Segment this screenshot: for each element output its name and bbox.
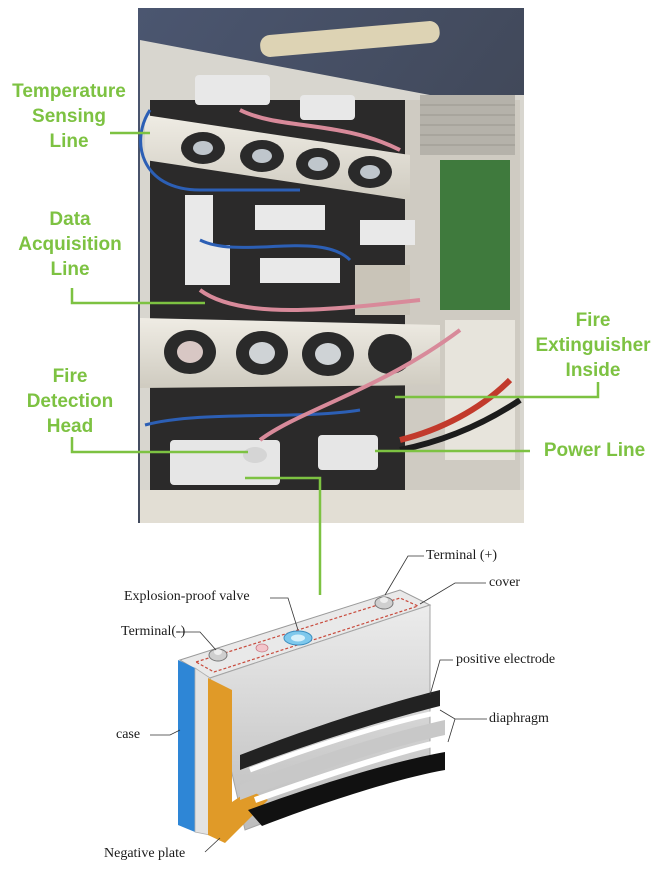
- diaphragm-sheet-1: [249, 709, 441, 773]
- temperature-line-3: Line: [49, 131, 89, 152]
- leader-negative-plate: [204, 837, 221, 853]
- negative-plate: [208, 678, 268, 843]
- pink-wire-1: [198, 288, 421, 312]
- electrode-roll-2: [240, 720, 445, 800]
- leader-valve: [270, 597, 299, 631]
- label-fire-detection-head: Fire Detection Head: [2, 364, 138, 439]
- callout-data-acquisition: [70, 288, 205, 305]
- fire-detect-line-3: Head: [46, 416, 94, 437]
- black-power-cable: [399, 397, 522, 453]
- callout-fire-detection: [70, 437, 248, 454]
- fire-detect-line-2: Detection: [26, 391, 114, 412]
- cell-case: [178, 660, 195, 832]
- diaphragm-sheet-2: [254, 737, 451, 803]
- label-power-line: Power Line: [543, 440, 646, 461]
- red-power-cable: [399, 377, 513, 443]
- data-acq-line-3: Line: [50, 259, 90, 280]
- label-positive-electrode: positive electrode: [456, 652, 556, 667]
- leader-case: [150, 729, 181, 736]
- blue-wire-3: [144, 408, 361, 427]
- prismatic-cell-diagram: [178, 589, 451, 843]
- data-acq-line-1: Data: [49, 209, 91, 230]
- leader-terminal-negative: [176, 631, 217, 651]
- lower-bracket: [140, 318, 440, 388]
- leader-positive-electrode: [429, 659, 453, 696]
- electrode-roll-1: [240, 690, 440, 770]
- label-data-acquisition-line: Data Acquisition Line: [2, 207, 138, 282]
- pink-wire-2: [239, 108, 401, 152]
- label-explosion-proof-valve: Explosion-proof valve: [124, 589, 250, 604]
- relay-box: [445, 320, 515, 460]
- temperature-line-2: Sensing: [32, 106, 106, 127]
- fire-detection-head: [243, 447, 267, 463]
- leader-cover: [419, 582, 486, 605]
- leader-terminal-positive: [384, 555, 424, 596]
- lower-valves: [177, 341, 341, 365]
- vent-lines: [420, 104, 515, 146]
- cell-front-face: [194, 667, 211, 836]
- cover-seal: [194, 597, 420, 673]
- cable-pipe: [260, 21, 440, 57]
- terminal-positive-bolt: [380, 597, 388, 603]
- label-terminal-negative: Terminal(-): [121, 624, 186, 639]
- busbar-top-2: [300, 95, 355, 120]
- fire-ext-line-2: Extinguisher: [535, 335, 651, 356]
- data-acq-line-2: Acquisition: [18, 234, 122, 255]
- label-temperature-sensing-line: Temperature Sensing Line: [2, 79, 136, 154]
- label-cover: cover: [489, 575, 521, 590]
- busbar-top-1: [195, 75, 270, 105]
- pink-wire-3: [258, 328, 462, 442]
- busbar-mid-4: [185, 245, 230, 285]
- callout-photo-to-cell: [245, 476, 322, 595]
- circuit-board: [440, 160, 510, 310]
- liquid-injection-port: [255, 643, 269, 653]
- busbar-mid-2: [255, 205, 325, 230]
- label-negative-plate: Negative plate: [104, 846, 186, 861]
- electrode-roll-3: [248, 752, 445, 826]
- label-terminal-positive: Terminal (+): [426, 548, 498, 563]
- leader-diaphragm-2: [447, 718, 456, 743]
- terminal-negative-bolt: [214, 649, 222, 655]
- label-fire-extinguisher-inside: Fire Extinguisher Inside: [526, 308, 660, 383]
- busbar-mid-3: [360, 220, 415, 245]
- busbar-bottom-2: [318, 435, 378, 470]
- busbar-mid-5: [260, 258, 340, 283]
- fire-detect-line-1: Fire: [52, 366, 88, 387]
- valve-inner: [291, 634, 305, 642]
- label-case: case: [116, 727, 141, 742]
- upper-valves: [193, 141, 380, 179]
- cell-leader-lines: [150, 555, 487, 853]
- callout-lines: [70, 131, 600, 595]
- enclosure-bottom: [140, 490, 524, 523]
- blue-wire-1: [139, 109, 300, 192]
- fire-ext-line-3: Inside: [565, 360, 621, 381]
- leader-diaphragm-1: [439, 709, 487, 720]
- callout-fire-extinguisher: [395, 382, 600, 399]
- fire-ext-line-1: Fire: [575, 310, 611, 331]
- label-diaphragm: diaphragm: [489, 711, 549, 726]
- temperature-line-1: Temperature: [12, 81, 126, 102]
- blue-wire-2: [199, 238, 352, 262]
